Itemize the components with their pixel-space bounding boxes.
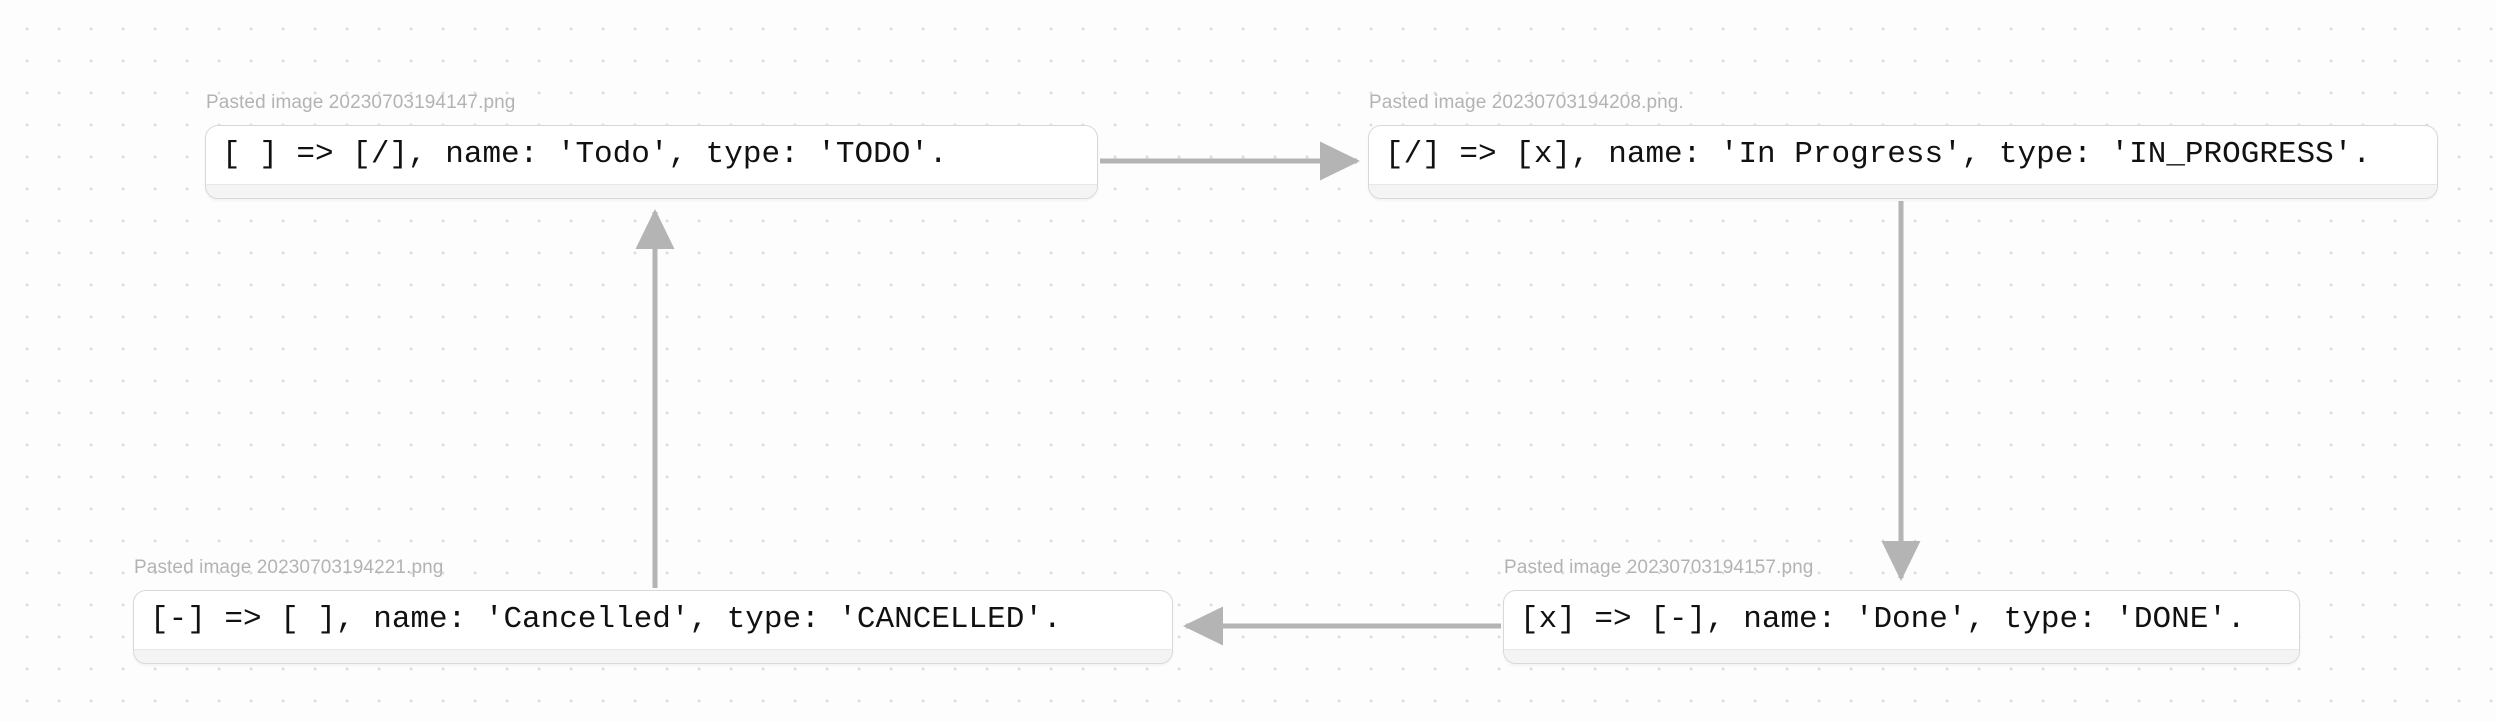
node-body-todo: [ ] => [/], name: 'Todo', type: 'TODO'.	[206, 126, 1097, 184]
node-caption-done: Pasted image 20230703194157.png	[1504, 557, 1814, 578]
node-caption-todo: Pasted image 20230703194147.png	[206, 92, 516, 113]
canvas-node-cancelled[interactable]: [-] => [ ], name: 'Cancelled', type: 'CA…	[133, 590, 1173, 664]
node-body-done: [x] => [-], name: 'Done', type: 'DONE'.	[1504, 591, 2299, 649]
canvas-node-in-progress[interactable]: [/] => [x], name: 'In Progress', type: '…	[1368, 125, 2438, 199]
node-footer-todo	[206, 184, 1097, 198]
canvas-node-done[interactable]: [x] => [-], name: 'Done', type: 'DONE'.	[1503, 590, 2300, 664]
node-caption-in-progress: Pasted image 20230703194208.png.	[1369, 92, 1684, 113]
node-body-cancelled: [-] => [ ], name: 'Cancelled', type: 'CA…	[134, 591, 1172, 649]
node-text-cancelled: [-] => [ ], name: 'Cancelled', type: 'CA…	[150, 601, 1062, 637]
node-caption-cancelled: Pasted image 20230703194221.png	[134, 557, 444, 578]
node-footer-in-progress	[1369, 184, 2437, 198]
node-text-todo: [ ] => [/], name: 'Todo', type: 'TODO'.	[222, 136, 948, 172]
canvas-node-todo[interactable]: [ ] => [/], name: 'Todo', type: 'TODO'.	[205, 125, 1098, 199]
node-footer-cancelled	[134, 649, 1172, 663]
node-body-in-progress: [/] => [x], name: 'In Progress', type: '…	[1369, 126, 2437, 184]
node-text-in-progress: [/] => [x], name: 'In Progress', type: '…	[1385, 136, 2371, 172]
node-footer-done	[1504, 649, 2299, 663]
node-text-done: [x] => [-], name: 'Done', type: 'DONE'.	[1520, 601, 2246, 637]
